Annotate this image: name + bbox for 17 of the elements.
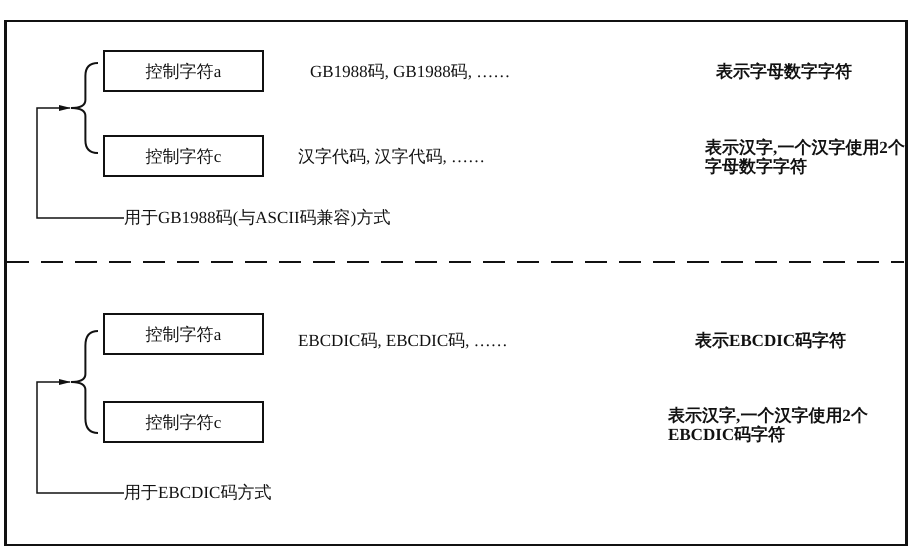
arrow <box>36 105 124 219</box>
control-char-box: 控制字符c <box>103 135 264 177</box>
control-char-box: 控制字符a <box>103 313 264 355</box>
arrow <box>36 379 124 494</box>
control-char-box: 控制字符a <box>103 50 264 92</box>
control-char-box: 控制字符c <box>103 401 264 443</box>
description-text: 表示字母数字字符 <box>716 62 852 81</box>
description-text: 表示EBCDIC码字符 <box>695 331 846 350</box>
usage-note: 用于EBCDIC码方式 <box>124 481 272 505</box>
description-text: 表示汉字,一个汉字使用2个字母数字字符 <box>705 138 905 176</box>
code-sequence: 汉字代码, 汉字代码, …… <box>298 147 485 166</box>
curly-brace <box>70 62 98 154</box>
usage-note: 用于GB1988码(与ASCII码兼容)方式 <box>124 206 390 230</box>
description-text: 表示汉字,一个汉字使用2个EBCDIC码字符 <box>668 406 868 444</box>
code-sequence: GB1988码, GB1988码, …… <box>310 62 510 81</box>
code-sequence: EBCDIC码, EBCDIC码, …… <box>298 331 508 350</box>
curly-brace <box>70 330 98 434</box>
